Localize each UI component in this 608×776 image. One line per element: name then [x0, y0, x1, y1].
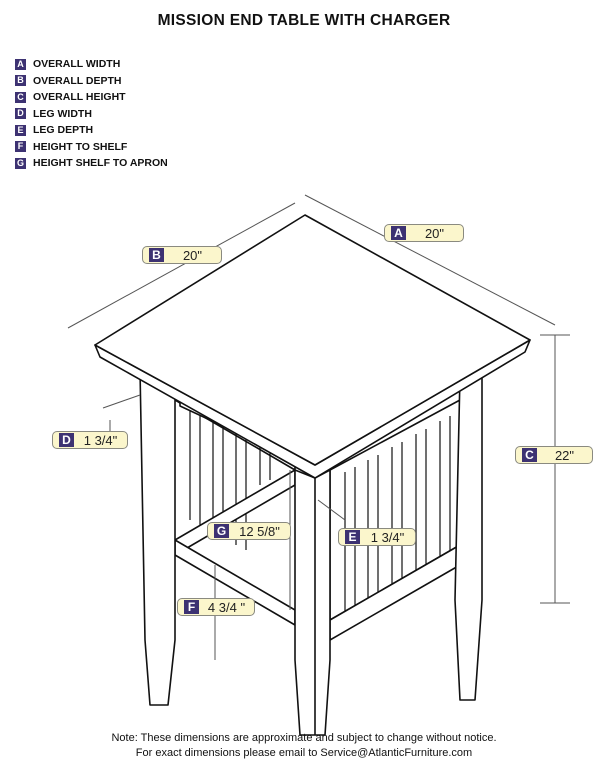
dimension-label-d: D 1 3/4": [52, 431, 128, 449]
legend-label: OVERALL WIDTH: [33, 58, 121, 71]
dimension-value: 20": [182, 247, 203, 263]
dimension-letter: E: [345, 530, 360, 544]
legend-item: D LEG WIDTH: [15, 106, 168, 123]
dimension-letter: A: [391, 226, 406, 240]
dimension-value: 1 3/4": [83, 432, 118, 448]
dimension-letter: D: [59, 433, 74, 447]
legend-letter: F: [15, 141, 26, 153]
dimension-label-a: A 20": [384, 224, 464, 242]
legend-letter: D: [15, 108, 26, 120]
shelf: [174, 469, 296, 556]
dimension-label-e: E 1 3/4": [338, 528, 416, 546]
table-top: [94, 214, 531, 466]
legend-item: E LEG DEPTH: [15, 122, 168, 139]
dimension-label-f: F 4 3/4 ": [177, 598, 255, 616]
legend-label: LEG DEPTH: [33, 124, 94, 137]
legend-label: LEG WIDTH: [33, 107, 92, 120]
dimension-label-b: B 20": [142, 246, 222, 264]
dimension-label-g: G 12 5/8": [207, 522, 291, 540]
legend-item: B OVERALL DEPTH: [15, 73, 168, 90]
note-line: For exact dimensions please email to Ser…: [135, 747, 473, 759]
left-leg: [139, 369, 176, 706]
legend-letter: C: [15, 91, 26, 103]
diagram-title: MISSION END TABLE WITH CHARGER: [157, 12, 451, 29]
legend-item: C OVERALL HEIGHT: [15, 89, 168, 106]
dimension-value: 1 3/4": [370, 529, 405, 545]
legend-letter: E: [15, 124, 26, 136]
legend-letter: B: [15, 75, 26, 87]
legend-label: OVERALL HEIGHT: [33, 91, 126, 104]
legend-item: F HEIGHT TO SHELF: [15, 139, 168, 156]
legend-label: HEIGHT SHELF TO APRON: [33, 157, 168, 170]
legend-item: A OVERALL WIDTH: [15, 56, 168, 73]
dimension-value: 20": [424, 225, 445, 241]
legend-item: G HEIGHT SHELF TO APRON: [15, 155, 168, 172]
legend-letter: G: [15, 157, 26, 169]
front-leg: [294, 469, 331, 736]
disclaimer-note: Note: These dimensions are approximate a…: [0, 731, 608, 761]
dimension-letter: B: [149, 248, 164, 262]
dimension-letter: F: [184, 600, 199, 614]
dimension-value: 22": [554, 447, 575, 463]
legend-label: OVERALL DEPTH: [33, 74, 122, 87]
dimension-letter: C: [522, 448, 537, 462]
note-line: Note: These dimensions are approximate a…: [111, 732, 497, 744]
dimension-value: 12 5/8": [239, 523, 280, 539]
dimension-value: 4 3/4 ": [207, 599, 246, 615]
right-leg: [454, 369, 483, 701]
legend-label: HEIGHT TO SHELF: [33, 140, 128, 153]
dimension-letter: G: [214, 524, 229, 538]
dimension-lines: [67, 194, 570, 660]
legend-letter: A: [15, 58, 26, 70]
dimension-label-c: C 22": [515, 446, 593, 464]
dimension-legend: A OVERALL WIDTH B OVERALL DEPTH C OVERALL H…: [15, 56, 168, 172]
